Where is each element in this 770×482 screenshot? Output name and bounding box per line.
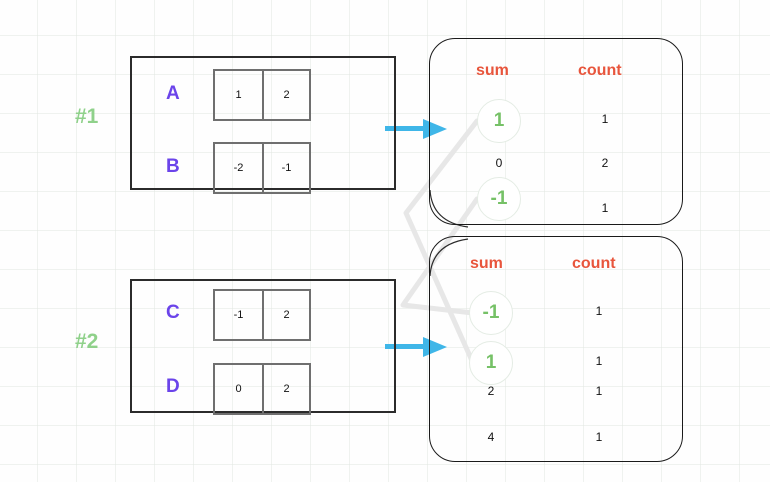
value-pair-b: -2 -1	[213, 142, 311, 194]
agg-1-count-1: 2	[601, 156, 609, 170]
agg-1-count-0: 1	[601, 112, 609, 126]
agg-1-sum-1: 0	[495, 156, 503, 170]
cell-d-0: 0	[235, 383, 242, 395]
aggregate-table-1	[429, 38, 683, 225]
value-pair-d: 0 2	[213, 363, 311, 415]
value-pair-a: 1 2	[213, 69, 311, 121]
cell-c-1: 2	[262, 291, 309, 339]
cell-a-1: 2	[262, 71, 309, 119]
agg-1-count-2: 1	[601, 201, 609, 215]
cell-d-1: 2	[262, 365, 309, 413]
agg-1-header-count: count	[578, 62, 622, 79]
row-label-a: A	[166, 83, 180, 104]
agg-1-sum-0-highlight: 1	[477, 99, 521, 143]
agg-2-sum-1-highlight: 1	[469, 341, 513, 385]
cell-c-0: -1	[233, 309, 244, 321]
agg-2-header-count: count	[572, 255, 616, 272]
agg-2-sum-2: 2	[487, 384, 495, 398]
aggregate-table-2	[429, 236, 683, 462]
cell-b-1: -1	[262, 144, 309, 192]
row-label-b: B	[166, 156, 180, 177]
group-tag-1: #1	[75, 105, 99, 128]
agg-1-header-sum: sum	[476, 62, 509, 79]
cell-a-0: 1	[235, 89, 242, 101]
agg-2-sum-3: 4	[487, 430, 495, 444]
cell-b-0: -2	[233, 162, 244, 174]
agg-1-sum-2-highlight: -1	[477, 177, 521, 221]
agg-2-count-1: 1	[595, 354, 603, 368]
group-tag-2: #2	[75, 330, 99, 353]
row-label-d: D	[166, 376, 180, 397]
agg-2-header-sum: sum	[470, 255, 503, 272]
agg-2-count-3: 1	[595, 430, 603, 444]
value-pair-c: -1 2	[213, 289, 311, 341]
agg-2-count-2: 1	[595, 384, 603, 398]
agg-2-sum-0-highlight: -1	[469, 291, 513, 335]
row-label-c: C	[166, 302, 180, 323]
agg-2-count-0: 1	[595, 304, 603, 318]
